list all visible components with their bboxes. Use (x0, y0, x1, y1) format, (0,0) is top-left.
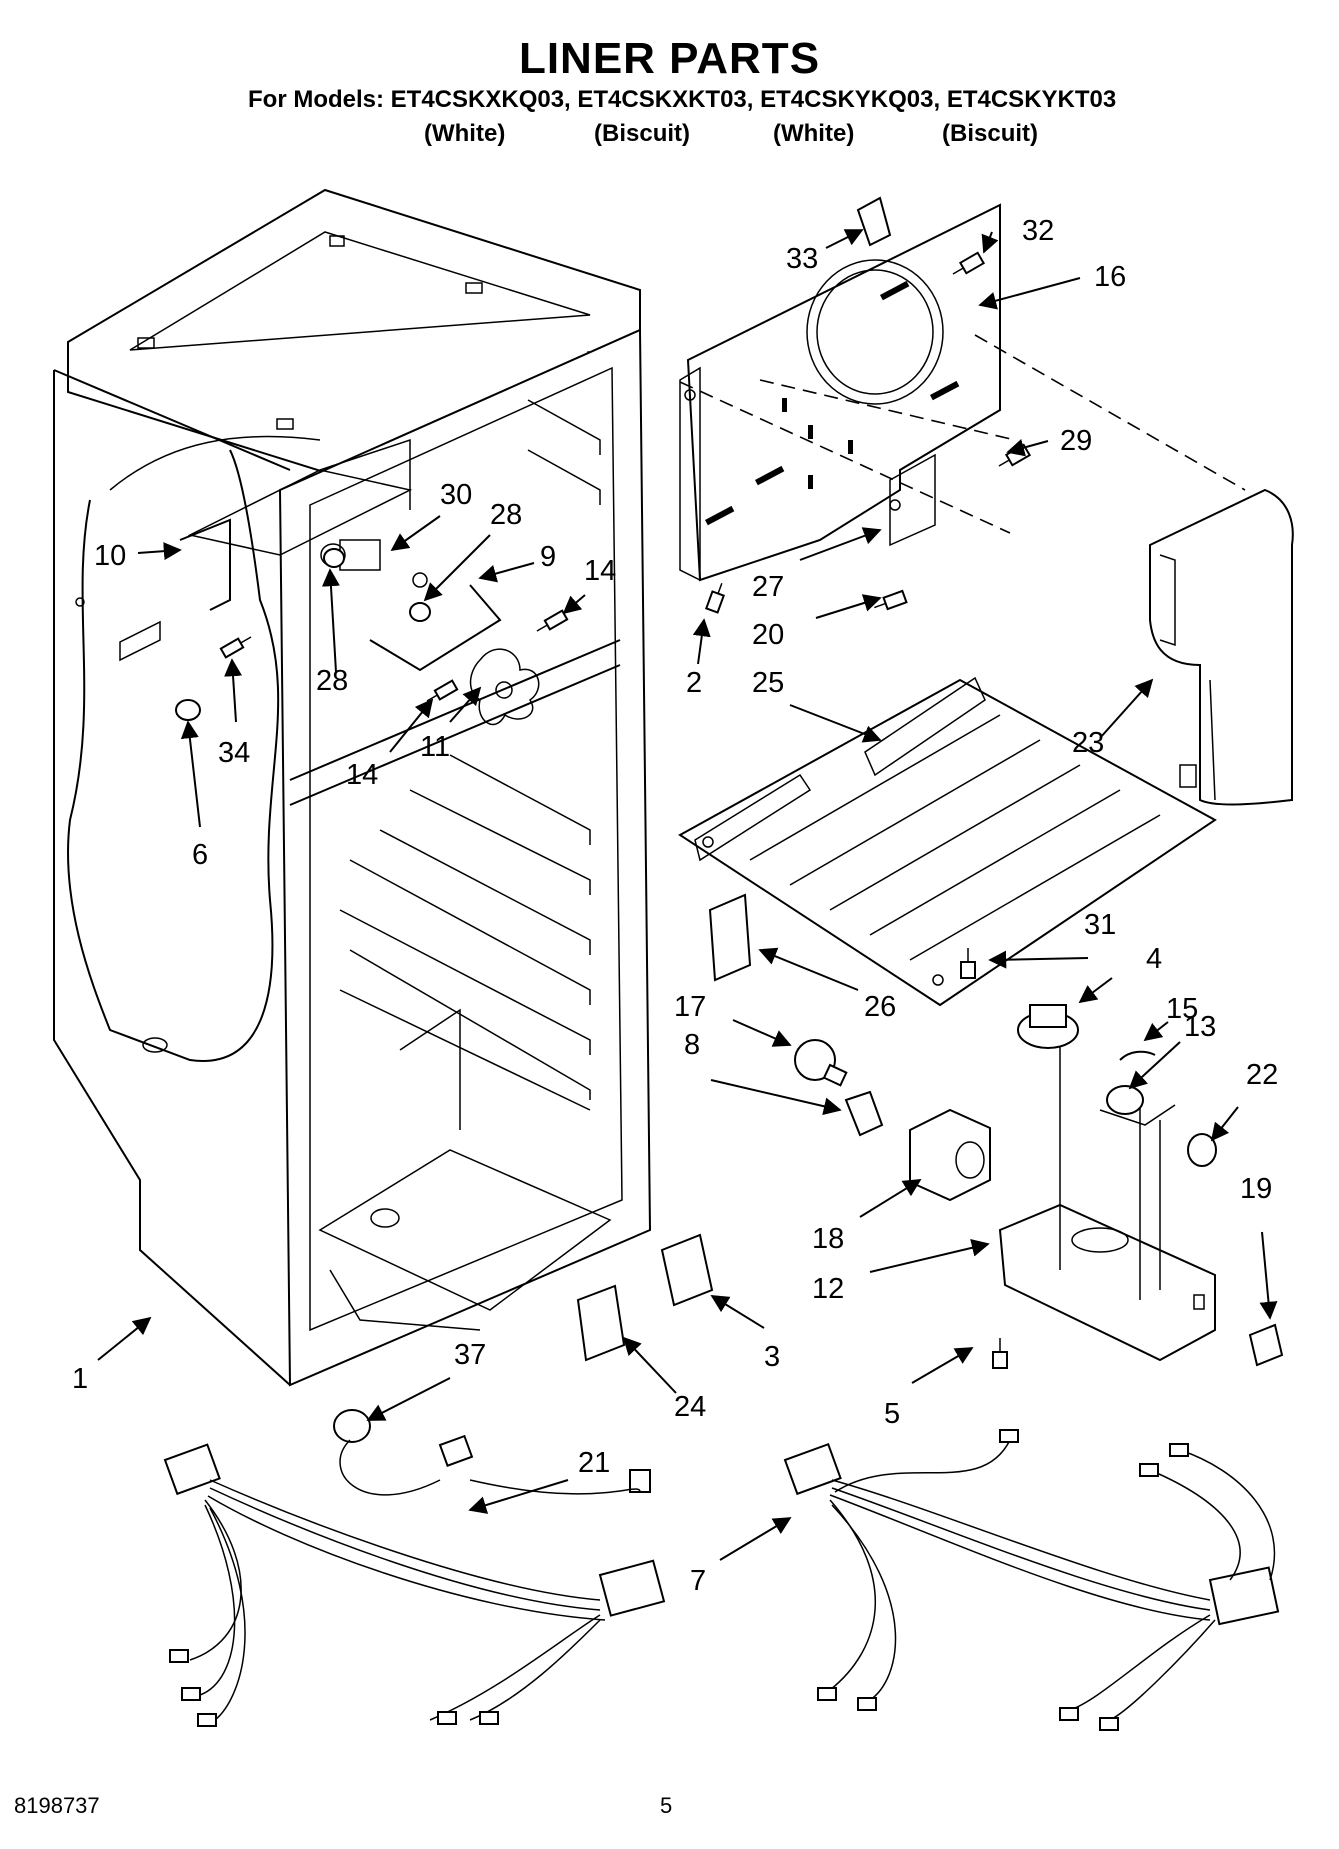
page-title: LINER PARTS (518, 34, 821, 83)
variant-label-1: (White) (424, 120, 506, 147)
callout-13: 13 (1184, 1011, 1216, 1043)
evaporator-cover (679, 203, 1001, 582)
callout-3: 3 (764, 1341, 780, 1373)
callout-9: 9 (540, 541, 556, 573)
callout-23: 23 (1072, 727, 1104, 759)
part-17-light-bulb (794, 1039, 848, 1087)
part-15-tubing (1119, 1050, 1156, 1061)
callout-14-lower: 14 (346, 759, 378, 791)
part-19-connector (1248, 1323, 1284, 1367)
air-duct (1149, 488, 1294, 806)
callout-24: 24 (674, 1391, 706, 1423)
callout-28-lower: 28 (316, 665, 348, 697)
callout-8: 8 (684, 1029, 700, 1061)
part-28-knob (323, 548, 345, 568)
document-number: 8198737 (14, 1793, 100, 1818)
part-37-sensor (333, 1409, 371, 1443)
callout-11: 11 (420, 731, 450, 763)
callout-19: 19 (1240, 1173, 1272, 1205)
callout-4: 4 (1146, 943, 1162, 975)
variant-label-4: (Biscuit) (942, 120, 1038, 147)
callout-7: 7 (690, 1565, 706, 1597)
callout-18: 18 (812, 1223, 844, 1255)
callout-34: 34 (218, 737, 250, 769)
callout-33: 33 (786, 243, 818, 275)
wire-harness-left (163, 1434, 666, 1727)
part-28-nut (409, 602, 431, 622)
part-12-light-housing (998, 1030, 1216, 1362)
callout-5: 5 (884, 1398, 900, 1430)
part-22-knob (1187, 1133, 1217, 1167)
callout-27: 27 (752, 571, 784, 603)
part-8-socket (844, 1090, 884, 1137)
models-line: For Models: ET4CSKXKQ03, ET4CSKXKT03, ET… (248, 86, 1117, 113)
callout-21: 21 (578, 1447, 610, 1479)
alignment-line-1 (679, 381, 1011, 534)
screws (219, 251, 1032, 1369)
callout-20: 20 (752, 619, 784, 651)
part-33-clip (856, 196, 892, 247)
variant-label-3: (White) (773, 120, 855, 147)
callout-26: 26 (864, 991, 896, 1023)
callout-15: 15 (1166, 993, 1198, 1025)
alignment-line-2 (974, 334, 1246, 491)
callout-17: 17 (674, 991, 706, 1023)
part-4-damper (1017, 1004, 1079, 1049)
leader-arrows (97, 229, 1278, 1561)
callout-29: 29 (1060, 425, 1092, 457)
callout-10: 10 (94, 540, 126, 572)
callout-32: 32 (1022, 215, 1054, 247)
part-18-light-shield (909, 1108, 991, 1202)
part-13-thermostat (1099, 1085, 1176, 1126)
callout-labels: 1 2 3 4 5 6 7 8 9 10 11 12 13 14 14 15 1… (72, 215, 1278, 1597)
callout-30: 30 (440, 479, 472, 511)
callout-1: 1 (72, 1363, 88, 1395)
part-6-plug (175, 699, 201, 721)
part-3-switch (660, 1233, 714, 1307)
callout-25: 25 (752, 667, 784, 699)
page-number: 5 (660, 1793, 673, 1818)
callout-22: 22 (1246, 1059, 1278, 1091)
wire-harness-right (783, 1429, 1280, 1731)
callout-2: 2 (686, 667, 702, 699)
callout-6: 6 (192, 839, 208, 871)
callout-28-upper: 28 (490, 499, 522, 531)
callout-37: 37 (454, 1339, 486, 1371)
part-24-switch (576, 1284, 626, 1362)
variant-label-2: (Biscuit) (594, 120, 690, 147)
freezer-floor (678, 676, 1217, 1007)
callout-14-upper: 14 (584, 555, 616, 587)
callout-31: 31 (1084, 909, 1116, 941)
callout-12: 12 (812, 1273, 844, 1305)
callout-16: 16 (1094, 261, 1126, 293)
cabinet-liner (53, 188, 652, 1387)
part-26-switch (708, 893, 752, 982)
